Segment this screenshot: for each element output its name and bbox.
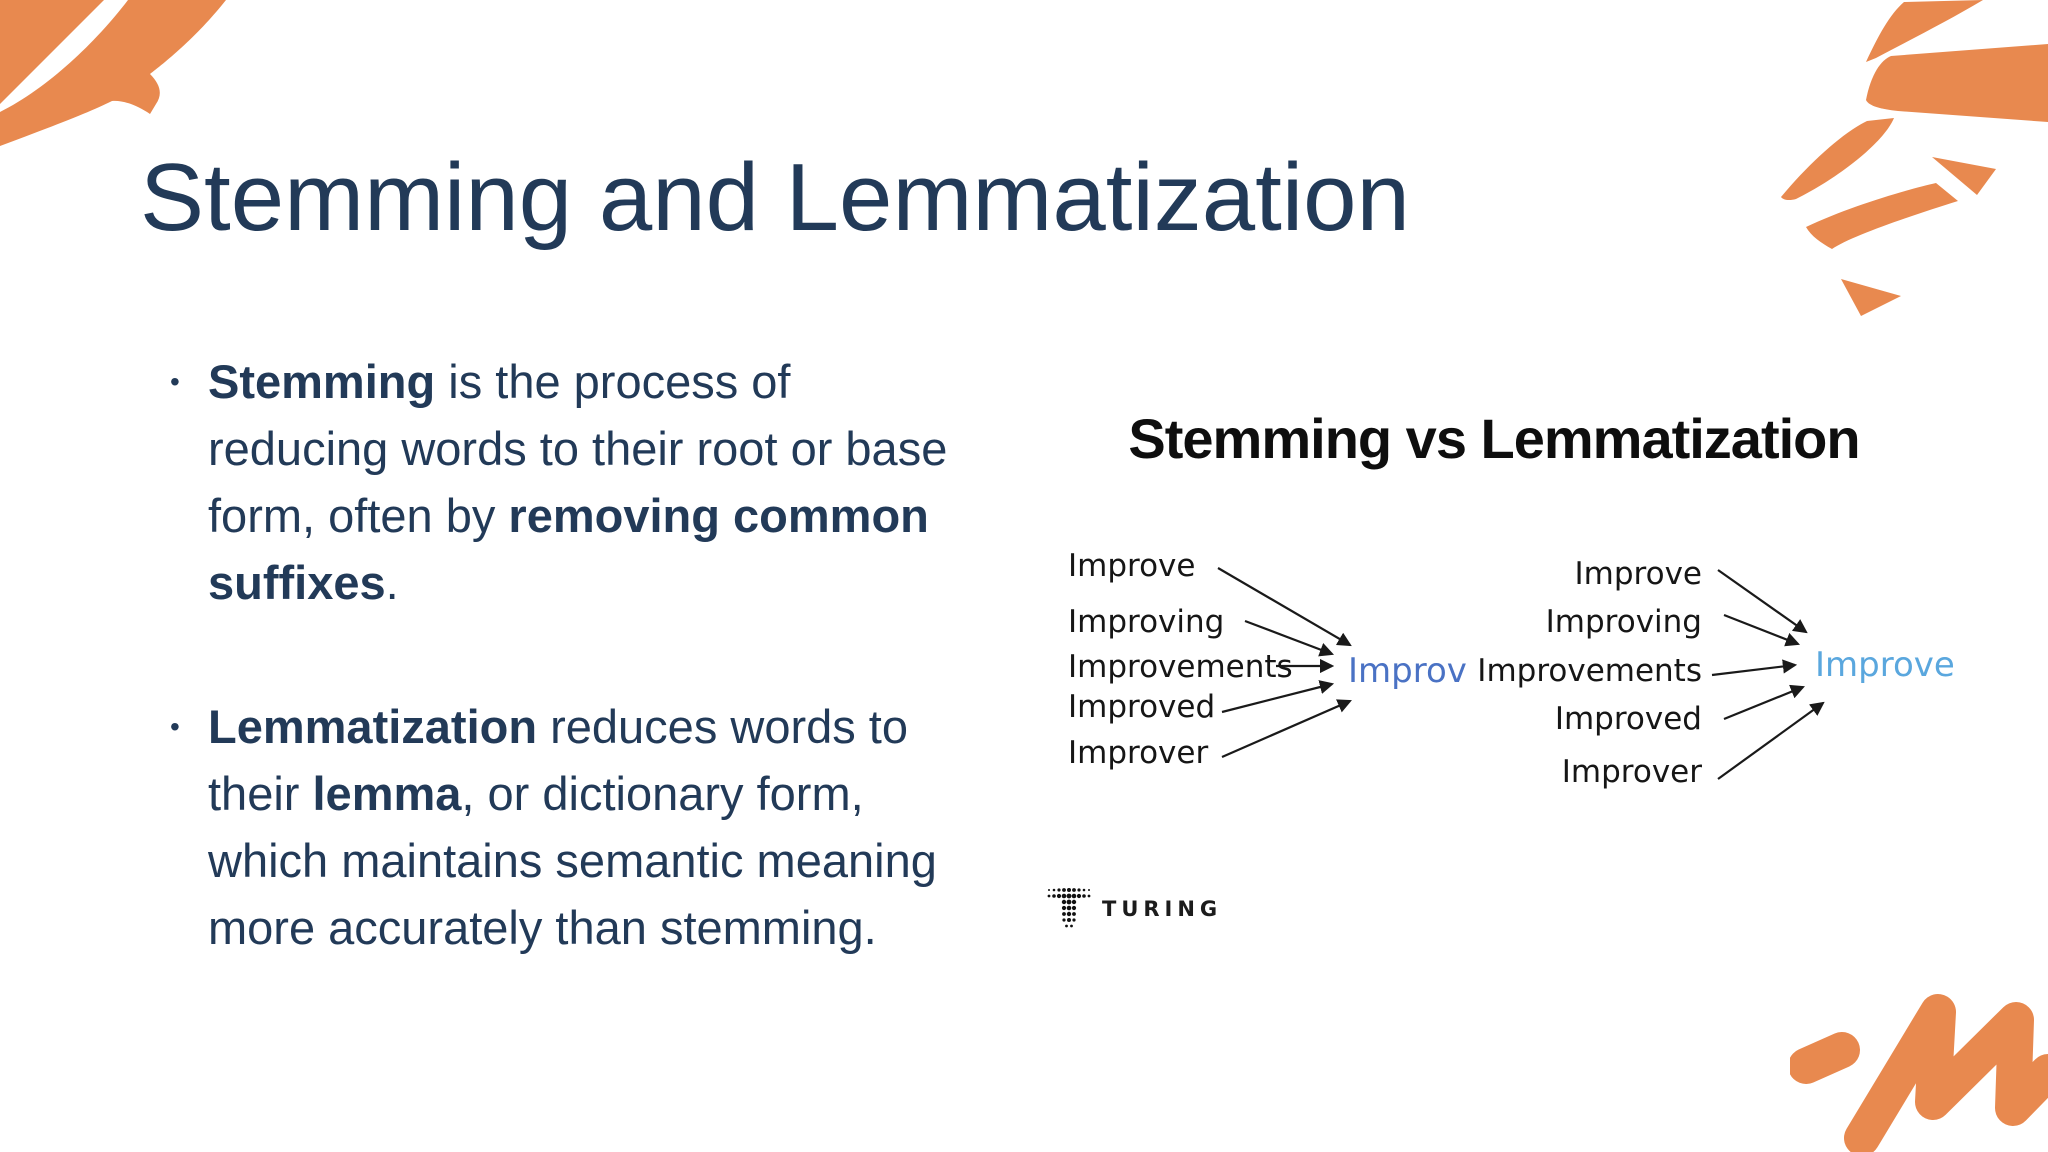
turing-logo-text: TURING <box>1102 897 1223 921</box>
word-label: Improved <box>1068 689 1216 725</box>
bullet-marker: • <box>170 366 180 397</box>
bullet-item-lemmatization: • Lemmatization reduces words to their l… <box>170 693 1110 961</box>
bullet-marker: • <box>170 711 180 742</box>
bullet-text: Stemming is the process of reducing word… <box>208 355 948 609</box>
word-label: Improvements <box>1477 653 1702 689</box>
brush-stroke-decoration-top-right <box>1781 0 2048 316</box>
stem-result-label: Improv <box>1348 651 1467 691</box>
word-label: Improved <box>1554 701 1702 737</box>
term-removing-common-suffixes: removing common suffixes <box>208 489 929 609</box>
turing-logo-icon <box>1047 888 1091 928</box>
bullet-list: • Stemming is the process of reducing wo… <box>170 348 1110 961</box>
word-label: Improvements <box>1068 649 1293 685</box>
bullet-text: Lemmatization reduces words to their lem… <box>208 700 937 954</box>
word-label: Improver <box>1068 735 1209 771</box>
word-label: Improving <box>1545 604 1702 640</box>
figure-title: Stemming vs Lemmatization <box>1128 407 1860 470</box>
bullet-item-stemming: • Stemming is the process of reducing wo… <box>170 348 1110 616</box>
word-label: Improve <box>1068 548 1196 584</box>
word-label: Improving <box>1068 604 1225 640</box>
term-lemmatization: Lemmatization <box>208 700 538 753</box>
brush-scribble-decoration-bottom-right <box>1790 994 2048 1152</box>
term-lemma: lemma <box>312 767 462 820</box>
lemma-result-label: Improve <box>1815 645 1955 685</box>
word-label: Improver <box>1561 754 1702 790</box>
slide-title: Stemming and Lemmatization <box>140 144 1410 251</box>
brush-stroke-decoration-top-left <box>0 0 226 146</box>
term-stemming: Stemming <box>208 355 436 408</box>
word-label: Improve <box>1574 556 1702 592</box>
